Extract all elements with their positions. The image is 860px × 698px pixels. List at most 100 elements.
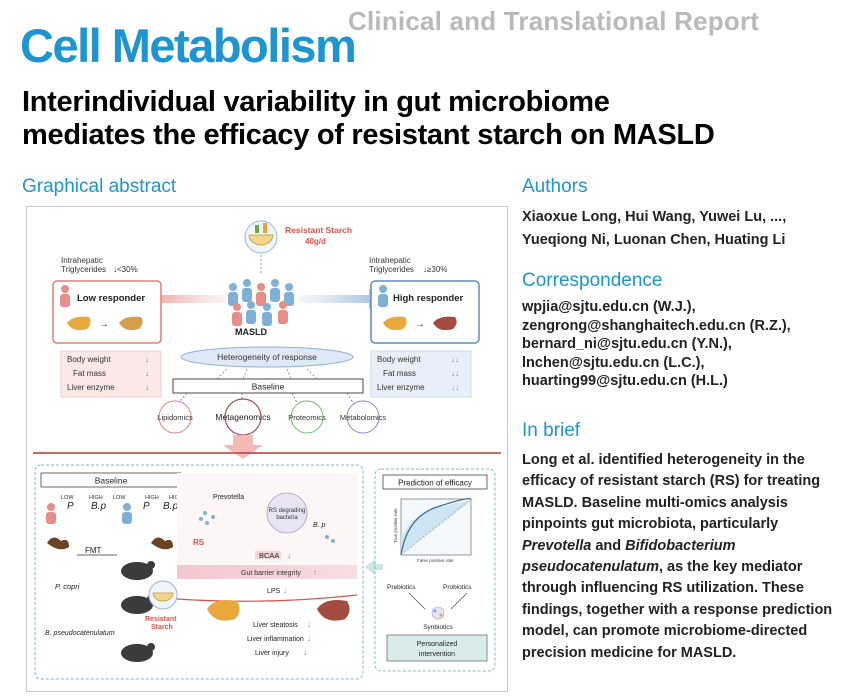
bcaa-marker: [255, 551, 281, 559]
authors-heading: Authors: [522, 176, 588, 197]
high-tag: HIGH: [89, 495, 103, 501]
double-down-arrow-icon: ↓↓: [451, 355, 459, 364]
in-brief-text: Long et al. identified heterogeneity in …: [522, 450, 844, 664]
fmt-label: FMT: [85, 546, 102, 555]
tg-left-label: Triglycerides: [61, 265, 106, 274]
low-tag: LOW: [61, 495, 74, 501]
down-arrow-icon: ↓: [145, 355, 149, 364]
low-responder-box: [52, 280, 162, 344]
arrow-to-low-icon: [137, 289, 227, 309]
liver-icon: [383, 316, 407, 331]
high-tag: HIGH: [169, 495, 183, 501]
prevotella-label: Prevotella: [213, 494, 244, 501]
metric-label: Fat mass: [73, 369, 106, 378]
correspondence-heading: Correspondence: [522, 270, 663, 291]
mouse-icon: [121, 643, 155, 662]
email-link[interactable]: wpjia@sjtu.edu.cn (W.J.),: [522, 299, 696, 315]
liver-icon: [433, 316, 457, 331]
gut-barrier-label: Gut barrier integrity: [241, 570, 301, 577]
prebiotics-label: Prebiotics: [387, 584, 416, 591]
omics-label: Metabolomics: [340, 413, 387, 422]
double-down-arrow-icon: ↓↓: [451, 383, 459, 392]
correspondence-list: wpjia@sjtu.edu.cn (W.J.), zengrong@shang…: [522, 298, 842, 391]
email-link[interactable]: bernard_ni@sjtu.edu.cn (Y.N.),: [522, 336, 732, 352]
high-tag: HIGH: [145, 495, 159, 501]
rs-label: Resistant Starch: [285, 225, 352, 235]
metric-label: Body weight: [377, 355, 421, 364]
lps-label: LPS: [267, 588, 281, 595]
liver-icon: [119, 316, 143, 331]
title-line-1: Interindividual variability in gut micro…: [22, 86, 610, 118]
liver-steatosis-label: Liver steatosis: [253, 622, 298, 629]
high-responder-box: [370, 280, 480, 344]
stool-icon: [47, 537, 69, 550]
tg-right-value: ↓≥30%: [423, 265, 447, 274]
email-link[interactable]: huarting99@sjtu.edu.cn (H.L.): [522, 373, 728, 389]
liver-icon: [67, 316, 91, 331]
heterogeneity-label: Heterogeneity of response: [217, 352, 317, 362]
b-pseudo-label: B. pseudocatenulatum: [45, 630, 115, 637]
brief-text: and: [591, 537, 626, 554]
person-icon: [46, 503, 56, 524]
arrow-to-high-icon: [299, 289, 389, 309]
title-line-2: mediates the efficacy of resistant starc…: [22, 119, 715, 151]
up-arrow-icon: ↑: [313, 568, 317, 577]
bp-short-label: B. p: [313, 522, 326, 529]
rs-degrading-bacteria-icon: [266, 492, 308, 534]
rs-dose: 40g/d: [305, 237, 326, 246]
metric-label: Liver enzyme: [377, 383, 425, 392]
metabolomics-circle: [346, 400, 380, 434]
omics-label: Metagenomics: [215, 412, 270, 422]
authors-list: Xiaoxue Long, Hui Wang, Yuwei Lu, ..., Y…: [522, 206, 842, 252]
brief-italic: Bifidobacterium pseudocatenulatum: [522, 537, 736, 576]
heterogeneity-ellipse: [180, 346, 354, 368]
tg-right-label: Intrahepatic: [369, 256, 411, 265]
liver-icon: [207, 600, 240, 621]
email-link[interactable]: lnchen@sjtu.edu.cn (L.C.),: [522, 354, 705, 371]
prediction-title-box: [382, 474, 488, 490]
stool-icon: [151, 537, 173, 550]
brief-text: Long et al. identified heterogeneity in …: [522, 452, 821, 533]
high-metrics-box: [370, 350, 472, 398]
prediction-panel: [374, 468, 496, 672]
connector-line: [172, 392, 358, 410]
baseline-bar: [172, 378, 364, 394]
down-arrow-icon: ↓: [307, 620, 311, 629]
lipidomics-circle: [158, 400, 192, 434]
bp-tag: B.p: [163, 501, 178, 512]
p-tag: P: [67, 501, 74, 512]
double-down-arrow-icon: ↓↓: [451, 369, 459, 378]
person-icon: [378, 285, 388, 307]
p-copri-label: P. copri: [55, 582, 80, 591]
tg-left-label: Intrahepatic: [61, 256, 103, 265]
authors-line-2: Yueqiong Ni, Luonan Chen, Huating Li: [522, 232, 786, 248]
synbiotics-label: Synbiotics: [423, 624, 453, 631]
graphical-abstract-heading: Graphical abstract: [22, 176, 177, 197]
metric-label: Fat mass: [383, 369, 416, 378]
low-responder-label: Low responder: [77, 293, 145, 304]
gut-barrier-band: [177, 565, 357, 579]
down-arrow-icon: ↓: [287, 551, 291, 560]
prediction-title: Prediction of efficacy: [398, 479, 472, 488]
person-icon: [60, 285, 70, 307]
connector-line: [408, 592, 468, 610]
probiotics-label: Probiotics: [443, 584, 472, 591]
roc-curve-plot: [400, 498, 472, 556]
email-link[interactable]: zengrong@shanghaitech.edu.cn (R.Z.),: [522, 317, 791, 334]
proteomics-circle: [290, 400, 324, 434]
low-metrics-box: [60, 350, 162, 398]
bcaa-label: BCAA: [259, 551, 279, 560]
article-title: Interindividual variability in gut micro…: [22, 86, 842, 152]
resistant-starch-bowl-icon: [148, 580, 178, 610]
resistant-starch-bowl-icon: [244, 220, 278, 254]
liver-icon: [317, 600, 350, 621]
connector-line: [216, 368, 318, 380]
journal-name: Cell Metabolism: [20, 19, 357, 72]
metric-label: Liver enzyme: [67, 383, 115, 392]
synbiotics-icon: [431, 606, 445, 620]
rs-bottom-label: Resistant: [145, 616, 177, 623]
arrow-icon: →: [415, 319, 425, 330]
high-responder-label: High responder: [393, 293, 464, 304]
down-arrow-icon: [223, 435, 263, 459]
bacteria-cluster-icon: [199, 511, 335, 543]
